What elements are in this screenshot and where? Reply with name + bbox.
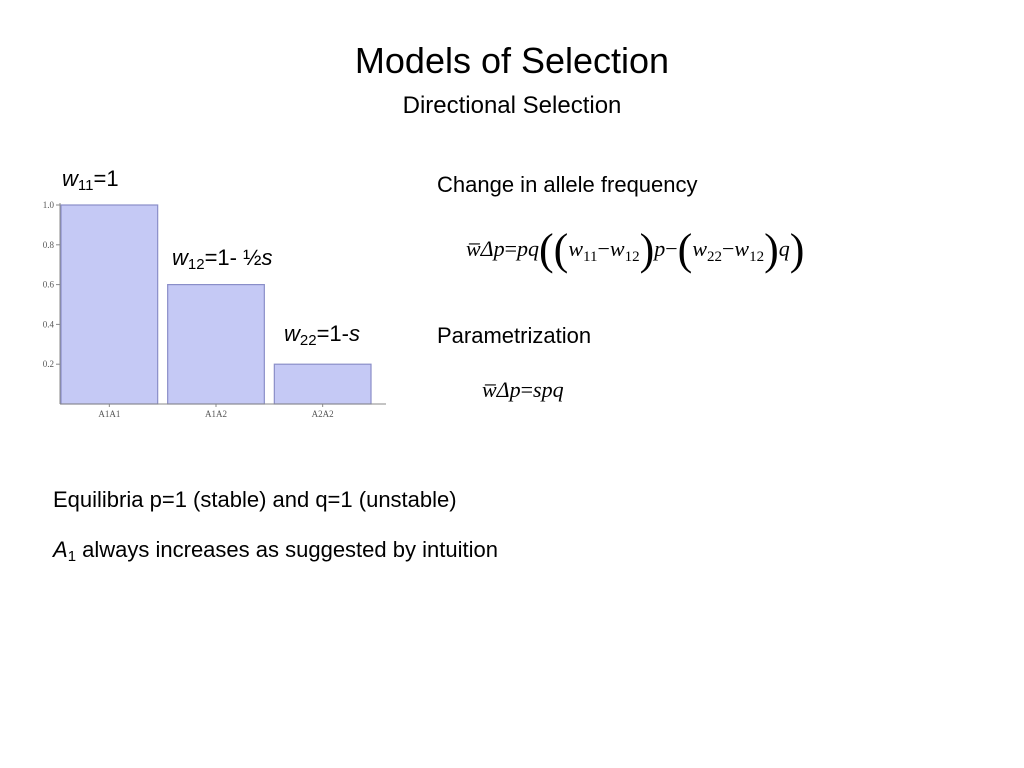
bar-a1a1 (60, 204, 159, 405)
y-tick-label-2: 0.6 (43, 280, 55, 290)
change-heading: Change in allele frequency (437, 172, 698, 197)
x-tick-label-1: A1A2 (205, 409, 227, 419)
x-tick-label-2: A2A2 (312, 409, 334, 419)
y-tick-label-1: 0.8 (43, 240, 55, 250)
slide-subtitle: Directional Selection (402, 92, 622, 119)
equilibria-text: Equilibria p=1 (stable) and q=1 (unstabl… (53, 487, 457, 512)
parametrization-equation: w̅Δp=spq (482, 377, 564, 402)
a1-text: A1 always increases as suggested by intu… (53, 537, 498, 565)
label-w11: w11=1 (62, 166, 119, 194)
bar-a2a2 (273, 363, 372, 405)
bar-a1a2 (167, 283, 265, 405)
label-w12: w12=1- ½s (172, 245, 273, 273)
param-heading: Parametrization (437, 323, 592, 348)
label-w22: w22=1-s (284, 321, 360, 349)
allele-change-equation: w̅Δp=pq((w11−w12)p−(w22−w12)q) (466, 225, 805, 274)
y-tick-label-4: 0.2 (43, 359, 54, 369)
y-tick-label-0: 1.0 (43, 200, 55, 210)
y-tick-label-3: 0.4 (43, 319, 55, 329)
slide-title: Models of Selection (354, 40, 670, 81)
x-tick-label-0: A1A1 (98, 409, 120, 419)
